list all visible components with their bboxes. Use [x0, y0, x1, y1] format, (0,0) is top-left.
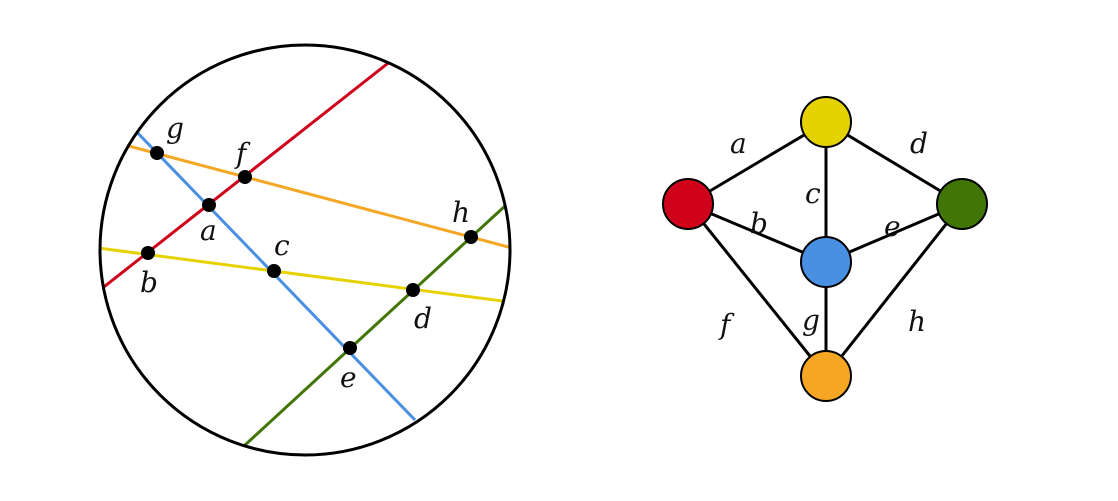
intersection-point-d [406, 283, 420, 297]
edge-label-d: d [910, 127, 928, 160]
node-green [936, 178, 988, 230]
edge-label-c: c [805, 177, 821, 210]
intersection-point-e [343, 341, 357, 355]
node-red [662, 178, 714, 230]
edge-a [687, 120, 827, 206]
edge-label-h: h [908, 305, 926, 338]
point-label-g: g [166, 112, 184, 145]
intersection-point-f [238, 170, 252, 184]
line-arrangement-diagram: g f a b c h d e [98, 43, 512, 457]
edge-f [686, 203, 828, 377]
intersection-point-b [141, 246, 155, 260]
boundary-circle [98, 43, 512, 457]
edge-h [824, 203, 964, 377]
orange-line [124, 143, 510, 250]
node-yellow [800, 96, 852, 148]
yellow-line [100, 246, 510, 304]
edge-label-g: g [802, 304, 820, 337]
edge-label-f: f [718, 308, 735, 341]
graph-diagram: a d c b e f g h [662, 96, 988, 402]
edge-d [825, 120, 963, 206]
chords [100, 58, 510, 447]
point-label-b: b [140, 266, 158, 299]
point-label-d: d [414, 302, 432, 335]
node-blue [800, 236, 852, 288]
point-label-f: f [234, 137, 251, 170]
point-label-a: a [200, 214, 217, 247]
edge-label-e: e [884, 210, 901, 243]
node-orange [800, 350, 852, 402]
point-label-h: h [452, 196, 470, 229]
green-line [243, 204, 507, 447]
point-label-e: e [340, 361, 357, 394]
edge-label-a: a [730, 127, 747, 160]
intersection-point-c [267, 264, 281, 278]
edge-label-b: b [750, 207, 768, 240]
intersection-point-h [464, 230, 478, 244]
intersection-point-a [202, 198, 216, 212]
intersection-point-g [150, 146, 164, 160]
point-label-c: c [274, 229, 290, 262]
